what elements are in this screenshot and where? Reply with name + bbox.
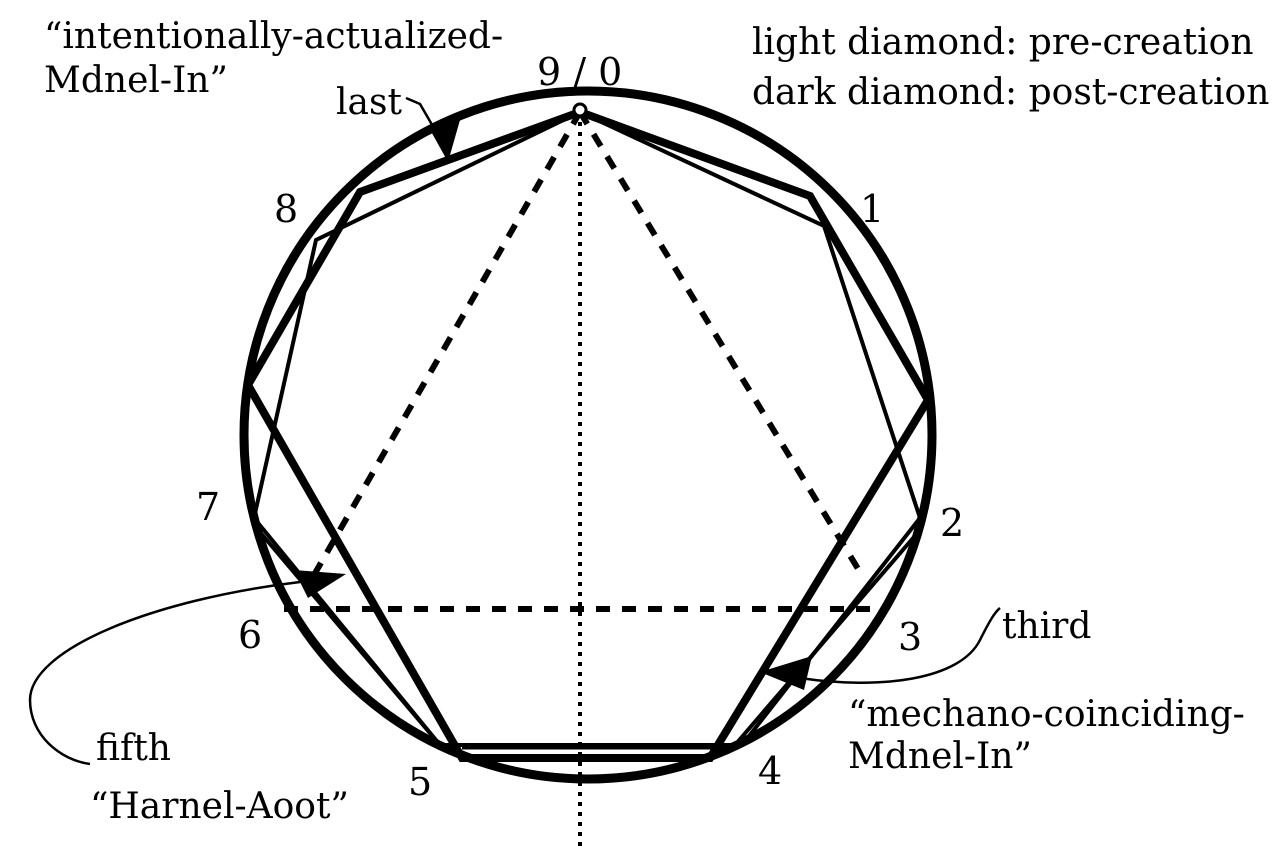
point-label-5: 5 [408,760,432,804]
inner-line-3-4 [733,528,922,747]
annotation-fifth: fifth [96,728,171,769]
fifth-arrow-icon [294,570,346,598]
annotation-intentional-1: “intentionally-actualized- [44,16,503,57]
third-leader [799,607,1001,685]
fifth-leader [28,580,301,766]
point-label-4: 4 [758,749,782,793]
outer-circle [239,86,937,784]
annotation-last: last [336,82,402,123]
annotation-third: third [1002,606,1091,647]
point-label-2: 2 [940,501,964,545]
dashed-triangle [284,110,888,612]
annotation-harnel: “Harnel-Aoot” [90,786,349,827]
last-leader [405,96,444,143]
point-label-8: 8 [274,187,298,231]
annotation-intentional-2: Mdnel-In” [44,60,228,101]
legend-light: light diamond: pre-creation [752,22,1254,63]
annotation-mechano-2: Mdnel-In” [848,736,1032,777]
point-label-6: 6 [238,613,262,657]
inner-line-7-5 [252,523,442,747]
point-label-7: 7 [196,485,220,529]
apex-marker [572,102,588,118]
third-arrow-icon [760,656,812,690]
legend-dark: dark diamond: post-creation [752,72,1269,113]
point-label-1: 1 [860,187,884,231]
point-label-3: 3 [898,615,922,659]
dark-diamond [243,107,933,762]
point-label-top: 9 / 0 [537,50,622,94]
annotation-mechano-1: “mechano-coinciding- [848,694,1245,735]
